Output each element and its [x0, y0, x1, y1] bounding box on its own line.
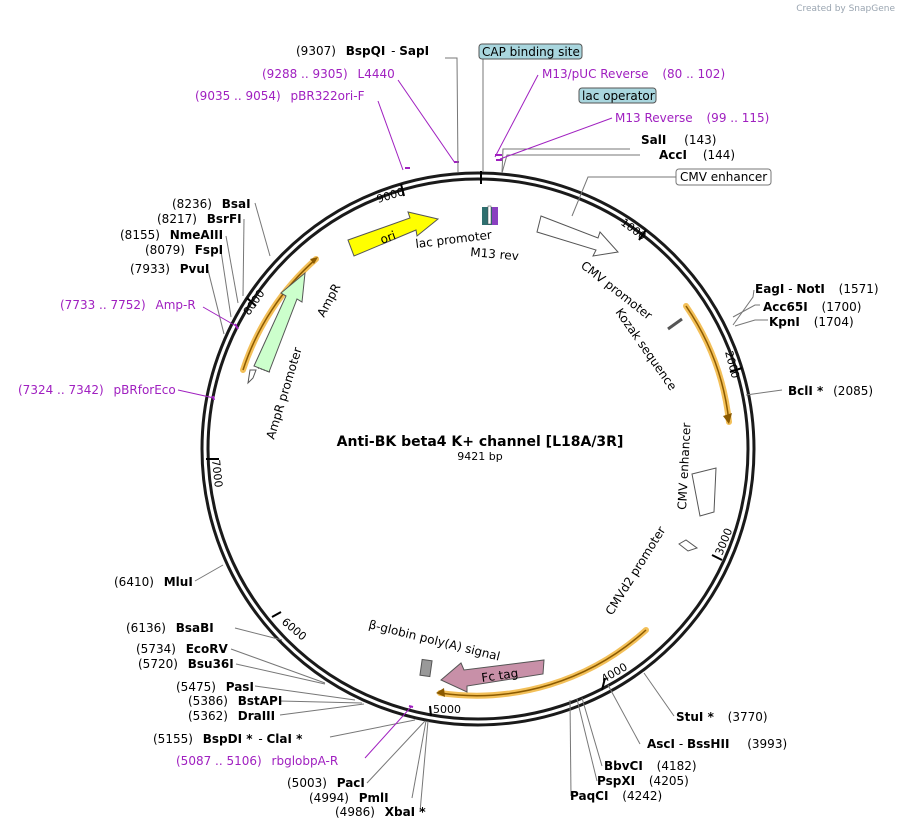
- backbone-outer: [200, 171, 756, 727]
- feature-ampr-label: AmpR: [314, 281, 343, 319]
- tick-marks: [206, 171, 743, 717]
- feature-m13rev-label: M13 rev: [470, 245, 520, 263]
- cap-binding-site-box: [478, 43, 583, 60]
- site-bsai: (8236) BsaI: [172, 197, 251, 211]
- plasmid-size: 9421 bp: [457, 450, 502, 463]
- orf-arc-fc-line: [439, 629, 647, 697]
- feature-cmv-enhancer-label: CMV enhancer: [675, 422, 694, 510]
- primer-l4440: (9288 .. 9305) L4440: [262, 67, 395, 81]
- primer-m13puc: M13/pUC Reverse (80 .. 102): [542, 67, 725, 81]
- orf-arc-ampr-line: [242, 258, 317, 371]
- feature-kozak-mark: [667, 317, 683, 331]
- site-eagi-noti: EagI - NotI (1571): [755, 282, 879, 296]
- site-draiii: (5362) DraIII: [188, 709, 275, 723]
- feature-cmvd2-arrow: [678, 539, 699, 552]
- feature-cmv-enhancer-box: [691, 467, 717, 517]
- feature-m13rev-block: [492, 207, 498, 225]
- primer-leader-lines: [177, 74, 613, 759]
- cmv-enhancer-box: [675, 168, 772, 186]
- site-bsrfi: (8217) BsrFI: [157, 212, 242, 226]
- site-asci-bsshii: AscI - BssHII (3993): [647, 737, 787, 751]
- site-sali: SalI (143): [641, 133, 716, 147]
- site-stui: StuI * (3770): [676, 710, 768, 724]
- cmv-enhancer-box-label: CMV enhancer: [680, 170, 767, 184]
- snapgene-watermark: Created by SnapGene: [796, 4, 895, 14]
- lac-operator-box: [578, 87, 657, 104]
- primer-pbrforeco: (7324 .. 7342) pBRforEco: [18, 383, 176, 397]
- site-acci: AccI (144): [659, 148, 735, 162]
- site-pspxi: PspXI (4205): [597, 774, 689, 788]
- plasmid-title: Anti-BK beta4 K+ channel [L18A/3R]: [337, 434, 624, 450]
- feature-ori-label: ori: [378, 228, 397, 246]
- site-fspi: (8079) FspI: [145, 243, 223, 257]
- feature-lac-promoter-block: [482, 207, 492, 225]
- tick-5000: 5000: [433, 703, 461, 716]
- feature-ampr-promoter-arrow: [247, 369, 257, 385]
- feature-bglobin-label: β-globin poly(A) signal: [367, 617, 501, 663]
- feature-cmv-enhancer-arrow: [536, 215, 619, 257]
- site-bbvci: BbvCI (4182): [604, 759, 697, 773]
- orf-arrow-fc: [436, 688, 445, 697]
- backbone-inner: [206, 177, 750, 721]
- site-pvui: (7933) PvuI: [130, 262, 209, 276]
- feature-ori-arrow: [347, 211, 440, 257]
- feature-lac-operator-block: [487, 205, 492, 225]
- primer-pbr322ori: (9035 .. 9054) pBR322ori-F: [195, 89, 365, 103]
- site-bsu36i: (5720) Bsu36I: [138, 657, 234, 671]
- lac-operator-label: lac operator: [582, 89, 655, 103]
- site-ecorv: (5734) EcoRV: [136, 642, 229, 656]
- orf-arrow-ampr: [310, 257, 318, 264]
- cap-binding-site-label: CAP binding site: [482, 45, 580, 59]
- tick-2000: 2000: [722, 349, 742, 379]
- tick-9000: 9000: [375, 185, 406, 206]
- site-bspdi-clai: (5155) BspDI * - ClaI *: [153, 732, 303, 746]
- primer-rbglobpa: (5087 .. 5106) rbglobpA-R: [176, 754, 338, 768]
- feature-fc-tag-arrow: [440, 659, 545, 693]
- site-bcli: BclI * (2085): [788, 384, 873, 398]
- site-bspqi-sapi: (9307) BspQI - SapI: [296, 44, 429, 58]
- site-pasi: (5475) PasI: [176, 680, 254, 694]
- tick-6000: 6000: [279, 615, 309, 643]
- tick-7000: 7000: [209, 459, 225, 488]
- leader-lines: [194, 57, 783, 813]
- primer-m13rev: M13 Reverse (99 .. 115): [615, 111, 769, 125]
- site-paci: (5003) PacI: [287, 776, 365, 790]
- site-pmli: (4994) PmlI: [309, 791, 389, 805]
- feature-cmvd2-label: CMVd2 promoter: [603, 524, 669, 618]
- feature-ampr-arrow: [253, 271, 306, 373]
- feature-bglobin-block: [419, 658, 433, 678]
- feature-fc-tag-label: Fc tag: [480, 666, 519, 685]
- orf-arrow-cmv: [723, 413, 732, 424]
- site-acc65i: Acc65I (1700): [763, 300, 861, 314]
- site-bstapi: (5386) BstAPI: [188, 694, 282, 708]
- site-kpni: KpnI (1704): [769, 315, 854, 329]
- site-paqci: PaqCI (4242): [570, 789, 662, 803]
- site-mlui: (6410) MluI: [114, 575, 193, 589]
- site-xbai: (4986) XbaI *: [335, 805, 426, 819]
- orf-arc-cmv-line: [685, 305, 730, 423]
- primer-ampr: (7733 .. 7752) Amp-R: [60, 298, 196, 312]
- site-bsabi: (6136) BsaBI: [126, 621, 214, 635]
- site-nmeaiii: (8155) NmeAIII: [120, 228, 223, 242]
- feature-ampr-dots: [257, 367, 271, 373]
